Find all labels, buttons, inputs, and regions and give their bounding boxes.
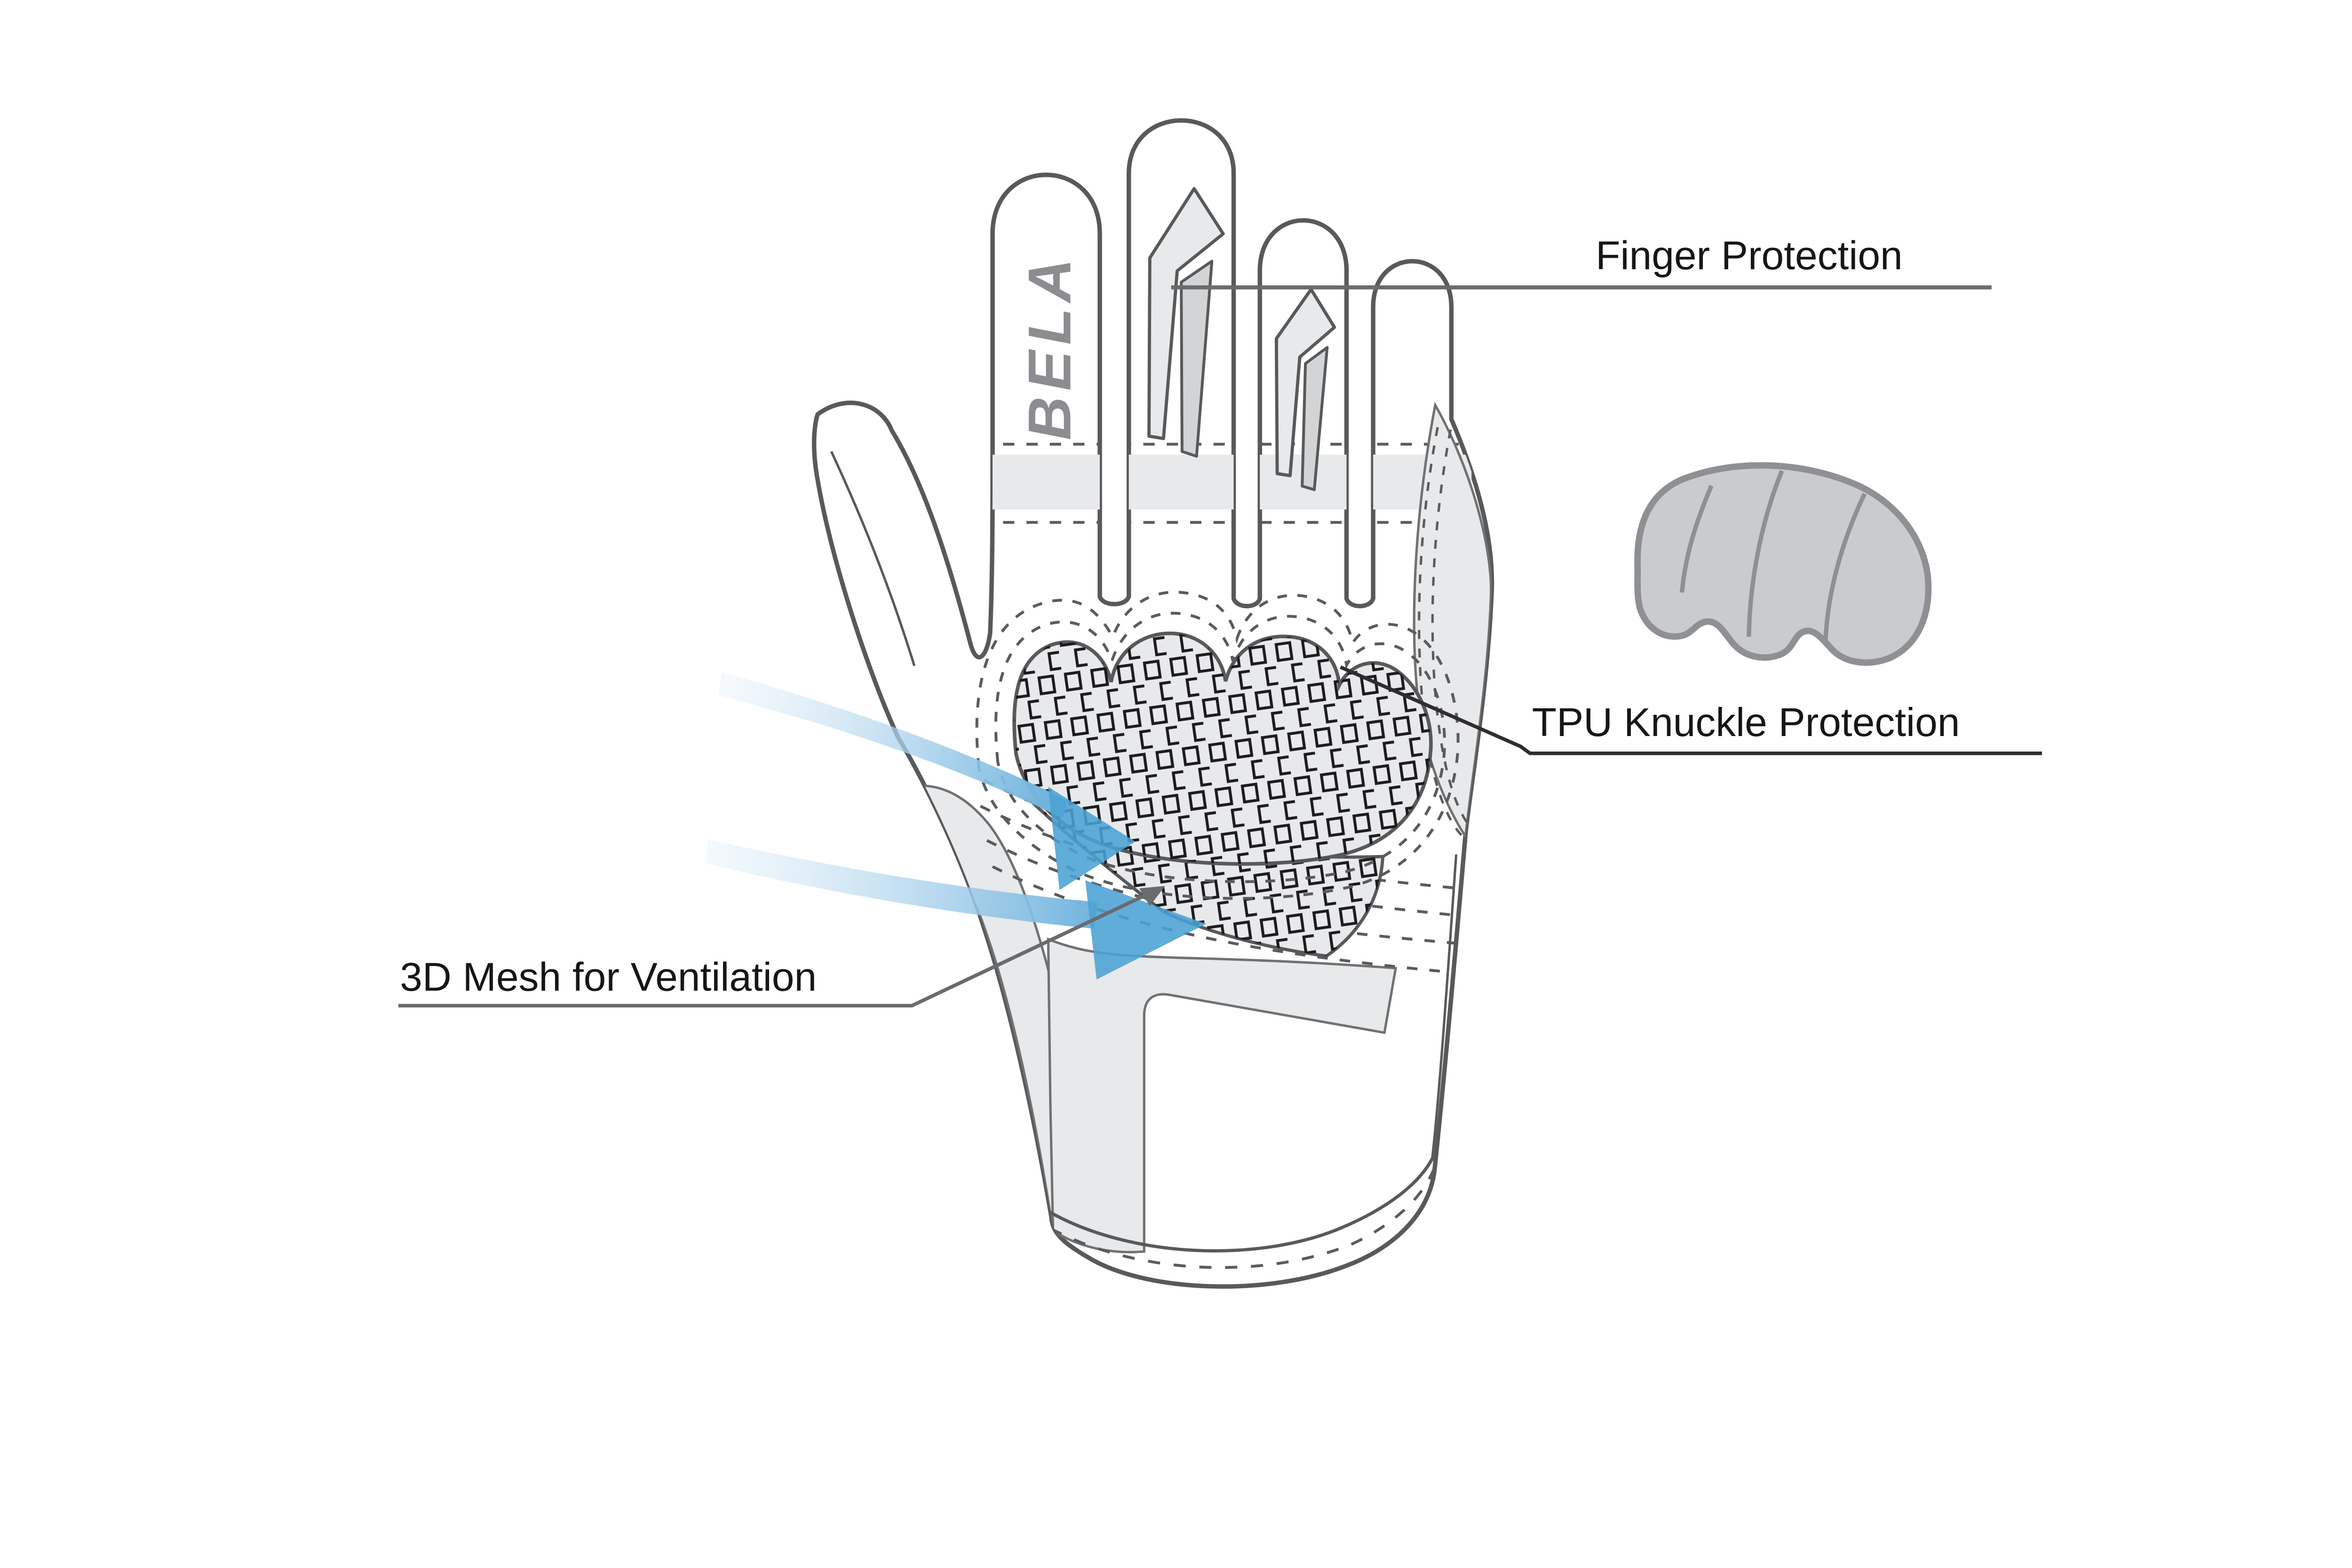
wrist-side-seam [1430,854,1458,1161]
airflow-arrow-lower [705,839,1207,980]
cuff-hem-line [1047,1156,1434,1253]
glove-illustration: BELA [811,118,1494,1289]
diagram-stage: BELA Finger Protection TPU Knuckle Prote… [398,118,2042,1289]
tpu-knuckle-protection-label: TPU Knuckle Protection [1532,700,1960,745]
mesh-ventilation-label: 3D Mesh for Ventilation [400,955,817,1000]
cuff-hem-stitch [1050,1169,1435,1269]
knuckle-mesh-dome [1012,631,1433,866]
leader-arrowhead [1139,886,1165,906]
finger-protection-label: Finger Protection [1596,233,1903,278]
knuckle-stitching [975,591,1460,900]
annotation-tpu-knuckle-protection: TPU Knuckle Protection [1340,665,2042,755]
airflow-arrows [705,672,1207,980]
glove-feature-diagram: BELA Finger Protection TPU Knuckle Prote… [398,118,2042,1289]
finger-protectors [1147,187,1336,491]
brand-logo: BELA [1016,253,1083,440]
annotation-finger-protection: Finger Protection [1171,233,1992,290]
annotation-mesh-ventilation: 3D Mesh for Ventilation [398,886,1165,1008]
wrist-strap-panel [1047,937,1398,1253]
leader-line-mesh [398,890,1153,1008]
tpu-pad-illustration [1634,462,1932,666]
finger-base-band [979,454,1472,510]
airflow-arrow-upper [718,672,1136,890]
leader-line-tpu [1340,665,2042,755]
thumb-seam [830,451,916,666]
